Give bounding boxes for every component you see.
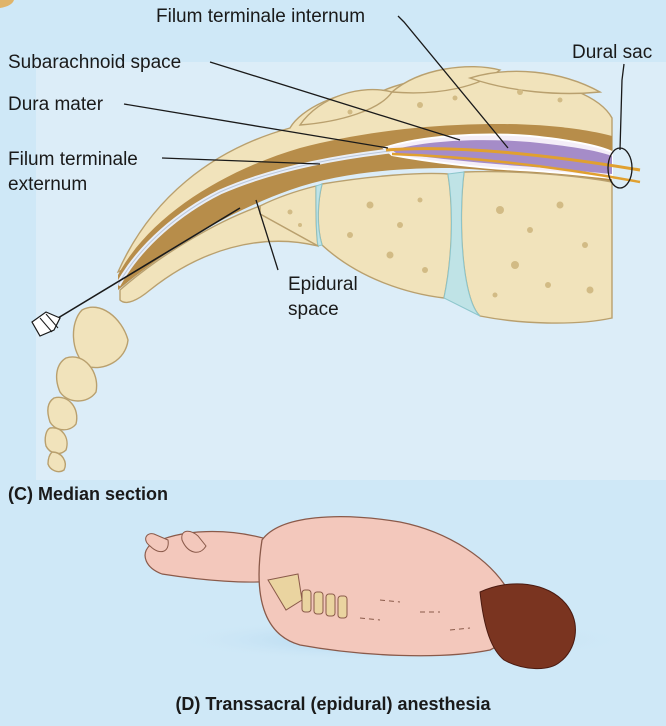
vertebra-marker-1: [301, 589, 312, 613]
epidural-needle: [31, 207, 241, 337]
sacral-crest-bump-3: [467, 70, 603, 95]
label-dural-sac: Dural sac: [572, 42, 652, 63]
nerve-root-1: [385, 147, 641, 172]
label-epidural-space-line2: space: [288, 299, 339, 320]
vertebra-marker-4: [337, 595, 348, 619]
label-subarachnoid-space: Subarachnoid space: [8, 52, 181, 73]
label-filum-terminale-internum: Filum terminale internum: [156, 6, 365, 27]
sacral-ventral-body: [119, 205, 319, 304]
nerve-root-2: [391, 152, 641, 184]
coccyx-segment-5: [47, 451, 66, 473]
patient-foot-2: [181, 530, 207, 553]
coccyx-segment-3: [47, 396, 78, 431]
vertebral-body-s1: [460, 170, 613, 324]
leader-epidural-space: [255, 199, 279, 271]
patient-torso-lines: [359, 599, 471, 631]
intervertebral-disc-2: [315, 183, 323, 247]
vertebra-marker-2: [313, 591, 324, 615]
patient-illustration: [144, 516, 630, 669]
leader-lines: [123, 15, 625, 271]
label-filum-terminale-externum-line1: Filum terminale: [8, 149, 138, 170]
top-left-fragment: [0, 0, 14, 8]
caption-panel-c: (C) Median section: [8, 484, 168, 504]
caption-panel-d: (D) Transsacral (epidural) anesthesia: [175, 694, 491, 714]
patient-legs: [144, 531, 283, 583]
sacral-crest-bump-2: [390, 65, 502, 94]
coccyx-segment-2: [55, 356, 98, 402]
label-filum-terminale-externum-line2: externum: [8, 174, 87, 195]
leader-dural-sac: [619, 63, 625, 151]
coccyx-segment-1: [72, 306, 129, 369]
bone-trabeculae: [287, 89, 594, 298]
patient-hair: [479, 583, 576, 669]
label-epidural-space-line1: Epidural: [288, 274, 358, 295]
leader-filum-terminale-externum: [161, 157, 321, 165]
leader-subarachnoid-space: [209, 61, 461, 141]
patient-foot-1: [145, 533, 169, 553]
vertebra-marker-3: [325, 593, 336, 617]
label-dura-mater: Dura mater: [8, 94, 104, 115]
leader-filum-terminale-internum: [397, 15, 509, 149]
leader-dura-mater: [123, 103, 389, 149]
intervertebral-disc-1: [443, 171, 481, 317]
